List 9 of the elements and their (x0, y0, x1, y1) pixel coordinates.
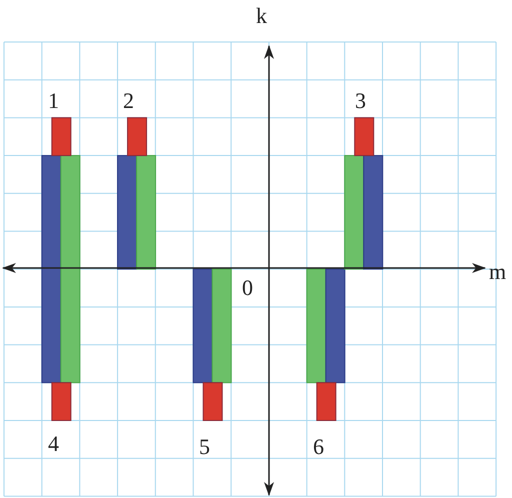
bar-number: 6 (313, 436, 324, 458)
axis-label: k (256, 5, 267, 27)
bar-number: 5 (199, 436, 210, 458)
axis-label: m (489, 261, 506, 283)
bar-number: 1 (48, 90, 59, 112)
bar-number: 2 (123, 90, 134, 112)
bar-number: 4 (48, 433, 59, 455)
bar-number: 3 (355, 90, 366, 112)
origin-label: 0 (242, 277, 253, 299)
